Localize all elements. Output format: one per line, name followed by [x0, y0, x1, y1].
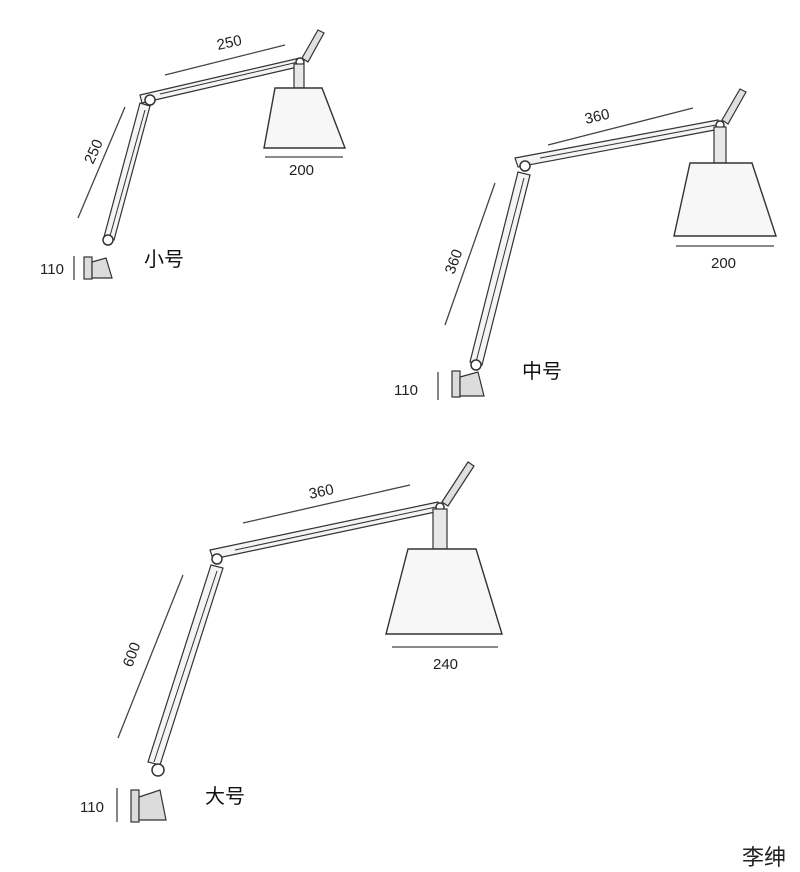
- handle: [721, 88, 747, 125]
- wall-plate: [130, 789, 140, 823]
- shade-width: 200: [289, 162, 314, 179]
- shade-width: 200: [711, 255, 736, 272]
- size-label-medium: 中号: [522, 359, 562, 383]
- size-label-small: 小号: [144, 247, 184, 271]
- elbow-joint: [519, 160, 531, 172]
- elbow-joint: [144, 94, 156, 106]
- upper-arm-dimension-line: [164, 44, 286, 76]
- lamp-shade: [673, 162, 777, 237]
- base-joint: [102, 234, 114, 246]
- elbow-joint: [211, 553, 223, 565]
- bracket-height: 110: [40, 261, 64, 278]
- signature: 李绅: [742, 846, 786, 871]
- bracket-height: 110: [394, 382, 418, 399]
- lamp-shade: [263, 87, 347, 149]
- handle: [301, 29, 325, 63]
- upper-arm-length: 360: [307, 481, 335, 503]
- lamp-small: 250 250 200 110 小号: [40, 29, 347, 280]
- upper-arm-length: 250: [215, 32, 243, 54]
- wall-plate: [451, 370, 461, 398]
- wall-plate: [83, 256, 93, 280]
- upper-arm-dimension-line: [242, 484, 411, 524]
- wall-bracket: [459, 371, 485, 397]
- lower-arm-dimension-line: [117, 574, 184, 739]
- wall-bracket: [138, 789, 167, 821]
- wall-bracket: [91, 257, 113, 279]
- lower-arm-length: 360: [442, 247, 467, 276]
- lower-arm: [103, 102, 151, 241]
- size-label-large: 大号: [205, 784, 245, 808]
- upper-arm-dimension-line: [547, 107, 694, 146]
- lower-arm-length: 250: [81, 137, 107, 167]
- upper-arm-length: 360: [583, 106, 611, 128]
- lamp-medium: 360 360 200 110 中号: [394, 88, 777, 400]
- lower-arm-length: 600: [120, 640, 145, 669]
- shade-cap: [293, 63, 305, 89]
- handle: [441, 461, 475, 507]
- lamp-shade: [385, 548, 503, 635]
- shade-cap: [713, 126, 727, 164]
- shade-width: 240: [433, 656, 458, 673]
- shade-cap: [432, 508, 448, 550]
- base-joint: [151, 763, 165, 777]
- lower-arm-dimension-line: [444, 182, 496, 326]
- bracket-height: 110: [80, 799, 104, 816]
- lower-arm-dimension-line: [77, 106, 126, 219]
- base-joint: [470, 359, 482, 371]
- lamp-large: 360 600 240 110 大号: [80, 461, 503, 823]
